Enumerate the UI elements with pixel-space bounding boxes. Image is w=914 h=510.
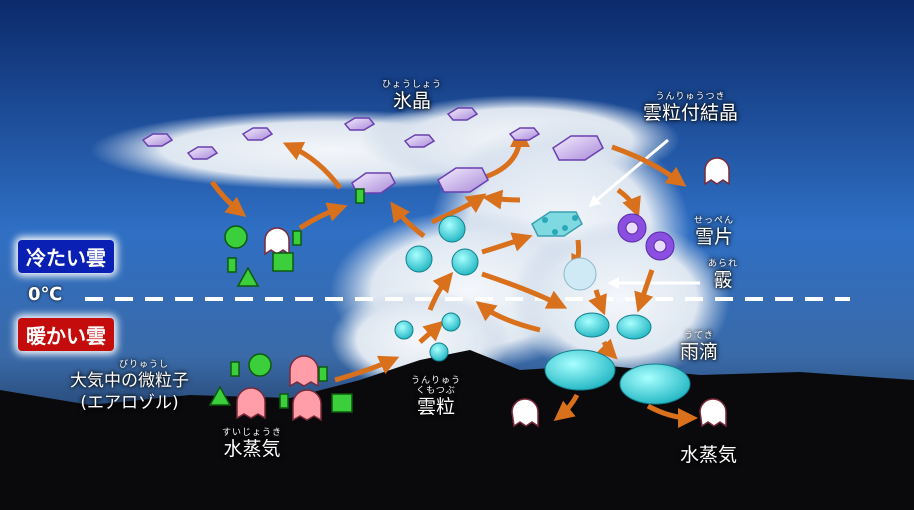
ice-crystal bbox=[186, 146, 219, 160]
cloud-droplet-ruby: うんりゅう くもつぶ bbox=[410, 376, 461, 396]
aerosols bbox=[208, 188, 365, 413]
vapor-ghost bbox=[699, 398, 727, 428]
process-arrows bbox=[209, 127, 698, 428]
snowflake-text: 雪片 bbox=[695, 226, 734, 248]
cloud-droplets bbox=[394, 215, 479, 362]
snowflake-label: せっぺん 雪片 bbox=[694, 216, 734, 248]
ice-crystal bbox=[403, 134, 436, 148]
rimed-crystal-ruby: うんりゅうつき bbox=[655, 92, 726, 102]
aerosol-subtext: (エアロゾル) bbox=[80, 393, 179, 413]
ice-crystal bbox=[241, 127, 274, 141]
aerosol-text: 大気中の微粒子 bbox=[70, 371, 189, 391]
ice-crystal-ruby: ひょうしょう bbox=[382, 80, 443, 90]
snowflakes bbox=[617, 213, 675, 261]
ice-crystal bbox=[141, 133, 174, 147]
rimed-crystal-label: うんりゅうつき 雲粒付結晶 bbox=[643, 92, 738, 124]
graupel-ruby: あられ bbox=[708, 259, 739, 269]
ice-crystal bbox=[508, 127, 541, 141]
ice-crystal bbox=[446, 107, 479, 121]
vapor-left-text: 水蒸気 bbox=[223, 438, 281, 460]
ice-crystal-label: ひょうしょう 氷晶 bbox=[382, 80, 442, 112]
ice-crystal-text: 氷晶 bbox=[393, 90, 432, 112]
aerosol-ruby: びりゅうし bbox=[118, 360, 169, 370]
rimed-crystal-text: 雲粒付結晶 bbox=[643, 102, 739, 124]
raindrop-ruby: うてき bbox=[684, 331, 714, 341]
aerosol-label: びりゅうし 大気中の微粒子 (エアロゾル) bbox=[70, 360, 189, 414]
ice-crystals bbox=[141, 107, 604, 194]
raindrops bbox=[544, 312, 691, 405]
graupel bbox=[563, 257, 597, 291]
rimed-crystal bbox=[531, 211, 583, 237]
vapor-ghost bbox=[264, 227, 290, 256]
raindrop-text: 雨滴 bbox=[680, 341, 719, 363]
vapor-ghost bbox=[292, 389, 322, 422]
graupel-text: 霰 bbox=[713, 269, 733, 291]
vapor-left-ruby: すいじょうき bbox=[222, 428, 283, 438]
snowflake-ruby: せっぺん bbox=[694, 216, 735, 226]
vapor-left-label: すいじょうき 水蒸気 bbox=[222, 428, 282, 460]
raindrop-label: うてき 雨滴 bbox=[680, 331, 718, 363]
vapor-ghost bbox=[236, 387, 266, 420]
cloud-droplet-label: うんりゅう くもつぶ 雲粒 bbox=[410, 376, 462, 418]
cold-cloud-badge: 冷たい雲 bbox=[18, 240, 114, 273]
warm-cloud-badge: 暖かい雲 bbox=[18, 318, 114, 351]
ice-crystal-large bbox=[552, 135, 604, 161]
vapor-right-text: 水蒸気 bbox=[680, 444, 738, 466]
ice-crystal bbox=[343, 117, 376, 131]
vapor-ghost bbox=[511, 398, 539, 428]
vapor-ghost bbox=[289, 355, 319, 388]
pointer-arrow-rimed bbox=[588, 138, 669, 208]
vapor-ghost bbox=[704, 157, 730, 186]
freezing-level-label: 0℃ bbox=[28, 284, 63, 305]
water-vapor bbox=[236, 157, 730, 428]
vapor-right-label: 水蒸気 bbox=[680, 444, 737, 466]
ice-crystal-large bbox=[437, 167, 489, 193]
graupel-label: あられ 霰 bbox=[708, 259, 738, 291]
cloud-droplet-text: 雲粒 bbox=[416, 396, 455, 418]
